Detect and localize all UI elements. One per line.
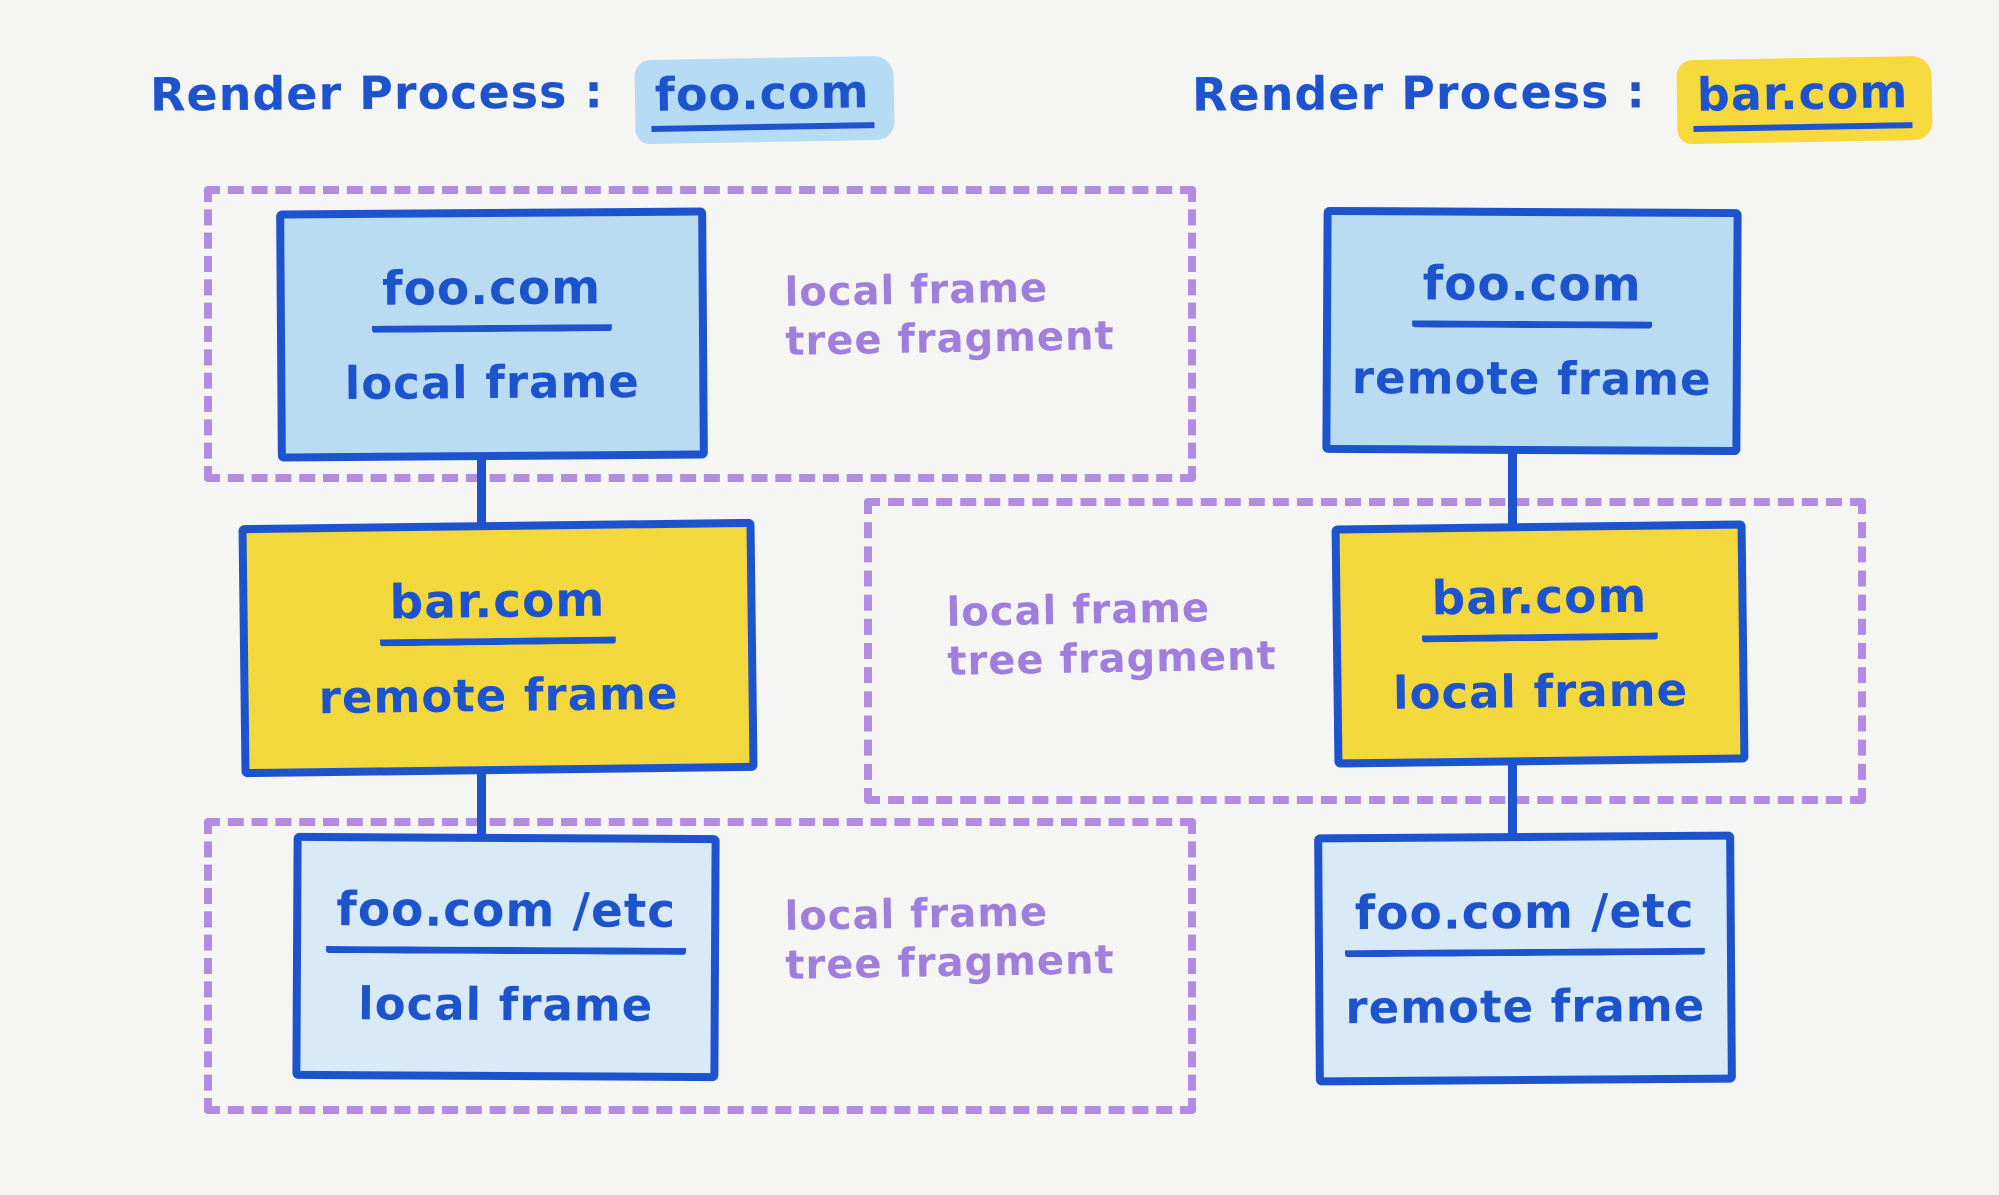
annotation-line: tree fragment — [785, 936, 1115, 989]
node-foo-com-etc-local-frame: foo.com /etc local frame — [292, 832, 720, 1082]
connector-right-top — [1508, 430, 1517, 530]
fragment-group-box-middle — [864, 498, 1866, 804]
domain-highlight-foo: foo.com — [634, 55, 895, 145]
title-render-process-bar: Render Process : bar.com — [1191, 55, 1933, 145]
fragment-group-box-top-left — [204, 186, 1196, 482]
title-prefix: Render Process : — [149, 64, 605, 122]
annotation-local-frame-tree-fragment-1: local frame tree fragment — [784, 263, 1115, 366]
domain-label-foo: foo.com — [650, 64, 874, 132]
node-bar-com-local-frame: bar.com local frame — [1331, 520, 1749, 768]
connector-left-top — [477, 436, 486, 530]
annotation-local-frame-tree-fragment-2: local frame tree fragment — [946, 583, 1277, 686]
host-label: bar.com — [379, 572, 616, 647]
annotation-line: local frame — [784, 265, 1049, 316]
host-label: foo.com /etc — [1344, 883, 1705, 957]
frame-type-label: remote frame — [1345, 978, 1706, 1034]
node-foo-com-remote-frame: foo.com remote frame — [1322, 206, 1742, 456]
frame-type-label: remote frame — [318, 666, 679, 725]
title-render-process-foo: Render Process : foo.com — [149, 55, 895, 145]
annotation-line: tree fragment — [947, 632, 1277, 685]
frame-type-label: local frame — [1392, 663, 1689, 720]
frame-type-label: local frame — [344, 354, 641, 410]
domain-label-bar: bar.com — [1692, 64, 1913, 132]
host-label: foo.com /etc — [326, 882, 687, 955]
frame-type-label: remote frame — [1351, 351, 1712, 406]
host-label: foo.com — [371, 259, 612, 333]
node-bar-com-remote-frame: bar.com remote frame — [238, 518, 758, 778]
annotation-line: local frame — [946, 585, 1211, 636]
domain-highlight-bar: bar.com — [1676, 55, 1933, 145]
node-foo-com-etc-remote-frame: foo.com /etc remote frame — [1314, 831, 1736, 1086]
connector-right-bottom — [1508, 740, 1517, 840]
fragment-group-box-bottom-left — [204, 818, 1196, 1114]
host-label: foo.com — [1412, 256, 1652, 329]
title-prefix: Render Process : — [1191, 64, 1647, 122]
host-label: bar.com — [1421, 568, 1658, 643]
annotation-local-frame-tree-fragment-3: local frame tree fragment — [784, 887, 1115, 990]
annotation-line: tree fragment — [785, 312, 1115, 365]
annotation-line: local frame — [784, 889, 1049, 940]
node-foo-com-local-frame: foo.com local frame — [276, 207, 708, 462]
frame-type-label: local frame — [358, 977, 654, 1032]
connector-left-bottom — [477, 750, 486, 842]
